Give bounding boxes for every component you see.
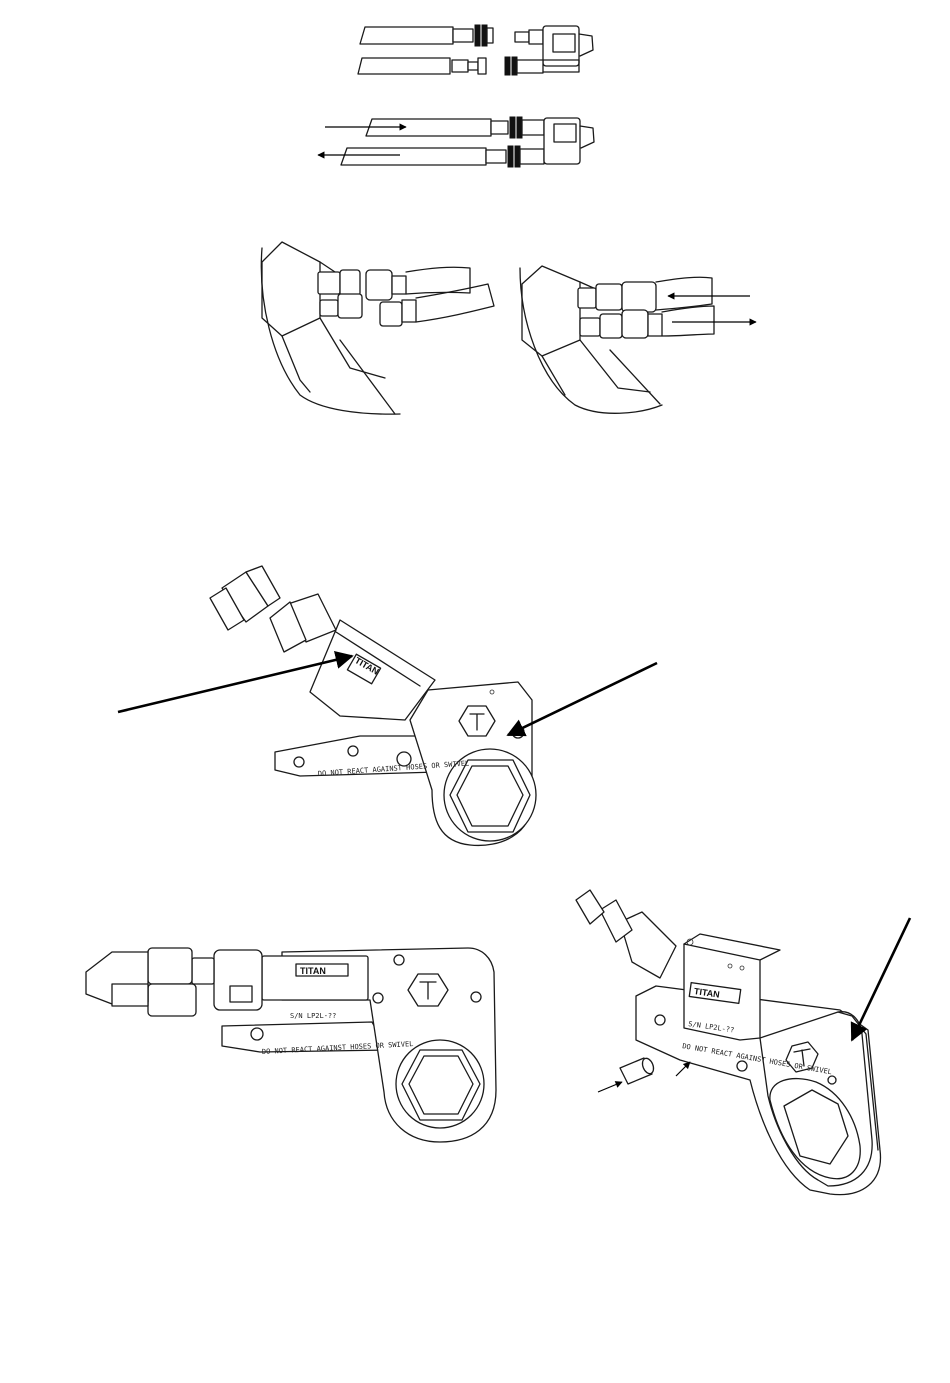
fig-5-tool-angle-view: TITAN DO NOT REACT AGAINST HOSES OR SWIV… [118,566,657,845]
retaining-pin [620,1057,656,1084]
hose-upper [360,25,493,46]
serial-number-fig6: S/N LP2L-?? [290,1012,336,1020]
fig-6-tool-side-view: TITAN S/N LP2L-?? DO NOT REACT AGAINST H… [86,948,496,1142]
fig-7-tool-pin-insertion: TITAN S/N LP2L-?? DO NOT REACT AGAINST H… [576,890,910,1195]
brand-logo-fig6: TITAN [300,966,326,976]
fig-4-coupler-connected [520,266,756,413]
pin-hole-arrow [676,1062,690,1076]
fig-1-hoses-disconnected [358,25,593,75]
hose-lower [358,58,486,74]
tool-head-2 [544,118,594,164]
tool-head-1 [505,26,593,75]
pointer-arrow-side-plate [852,918,910,1040]
pin-insertion-arrow [598,1082,622,1092]
hose-lower-connected [341,146,544,167]
fig-3-coupler-disconnected [261,242,494,414]
fig-2-hoses-connected [318,117,594,167]
